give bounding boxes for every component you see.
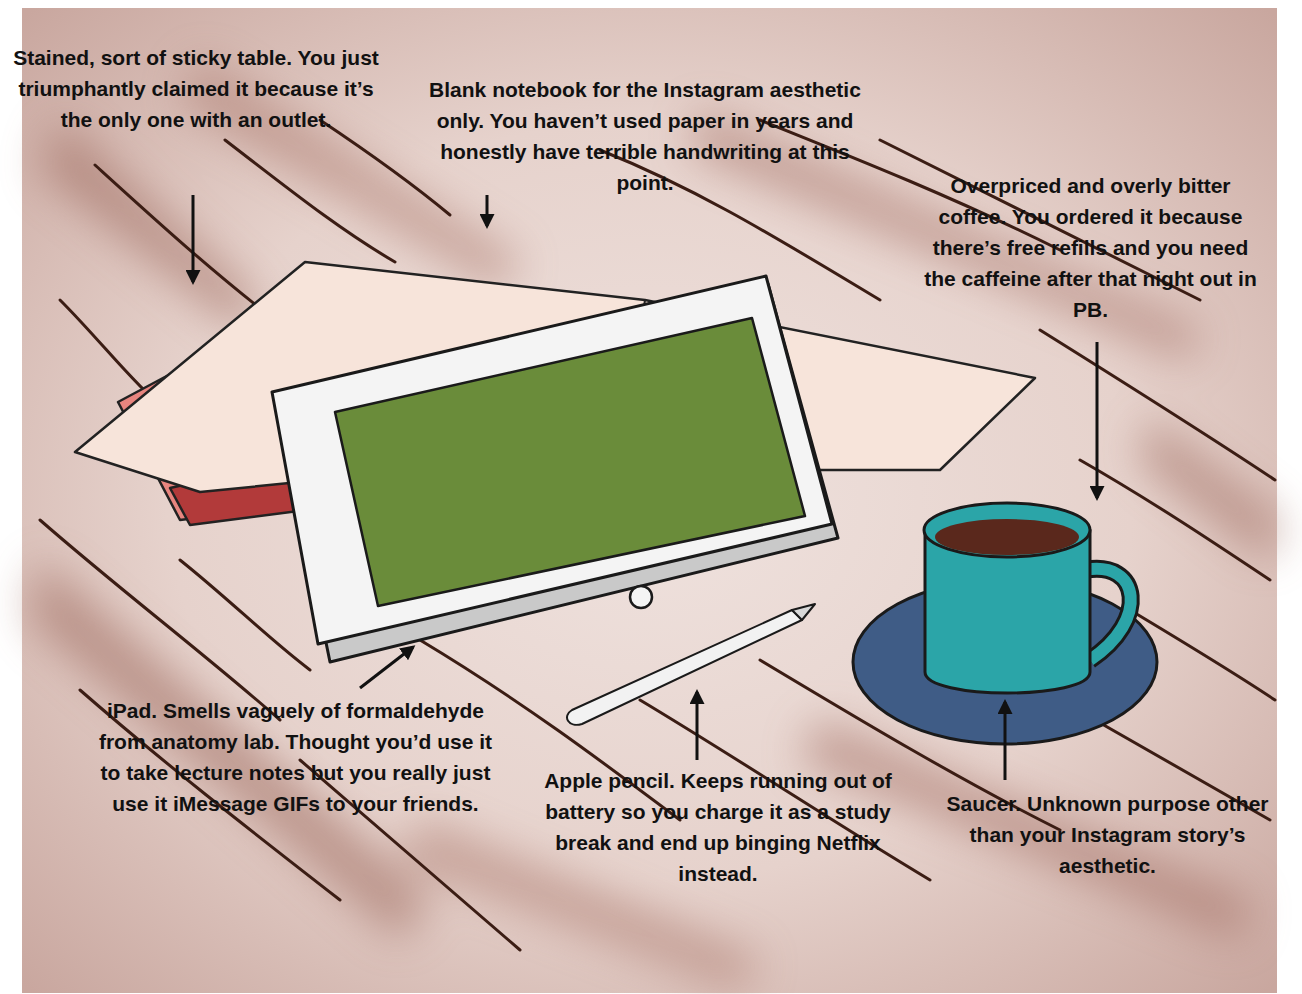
wood-shading: [30, 60, 1280, 990]
callout-text: Overpriced and overly bitter coffee. You…: [918, 170, 1263, 325]
callout-text: Saucer. Unknown purpose other than your …: [930, 788, 1285, 881]
callout-text: iPad. Smells vaguely of formaldehyde fro…: [98, 695, 493, 819]
apple-pencil: [567, 604, 815, 725]
ipad: [272, 276, 838, 662]
callout-text: Stained, sort of sticky table. You just …: [10, 42, 382, 135]
callout-text: Blank notebook for the Instagram aesthet…: [420, 74, 870, 198]
callout-text: Apple pencil. Keeps running out of batte…: [528, 765, 908, 889]
